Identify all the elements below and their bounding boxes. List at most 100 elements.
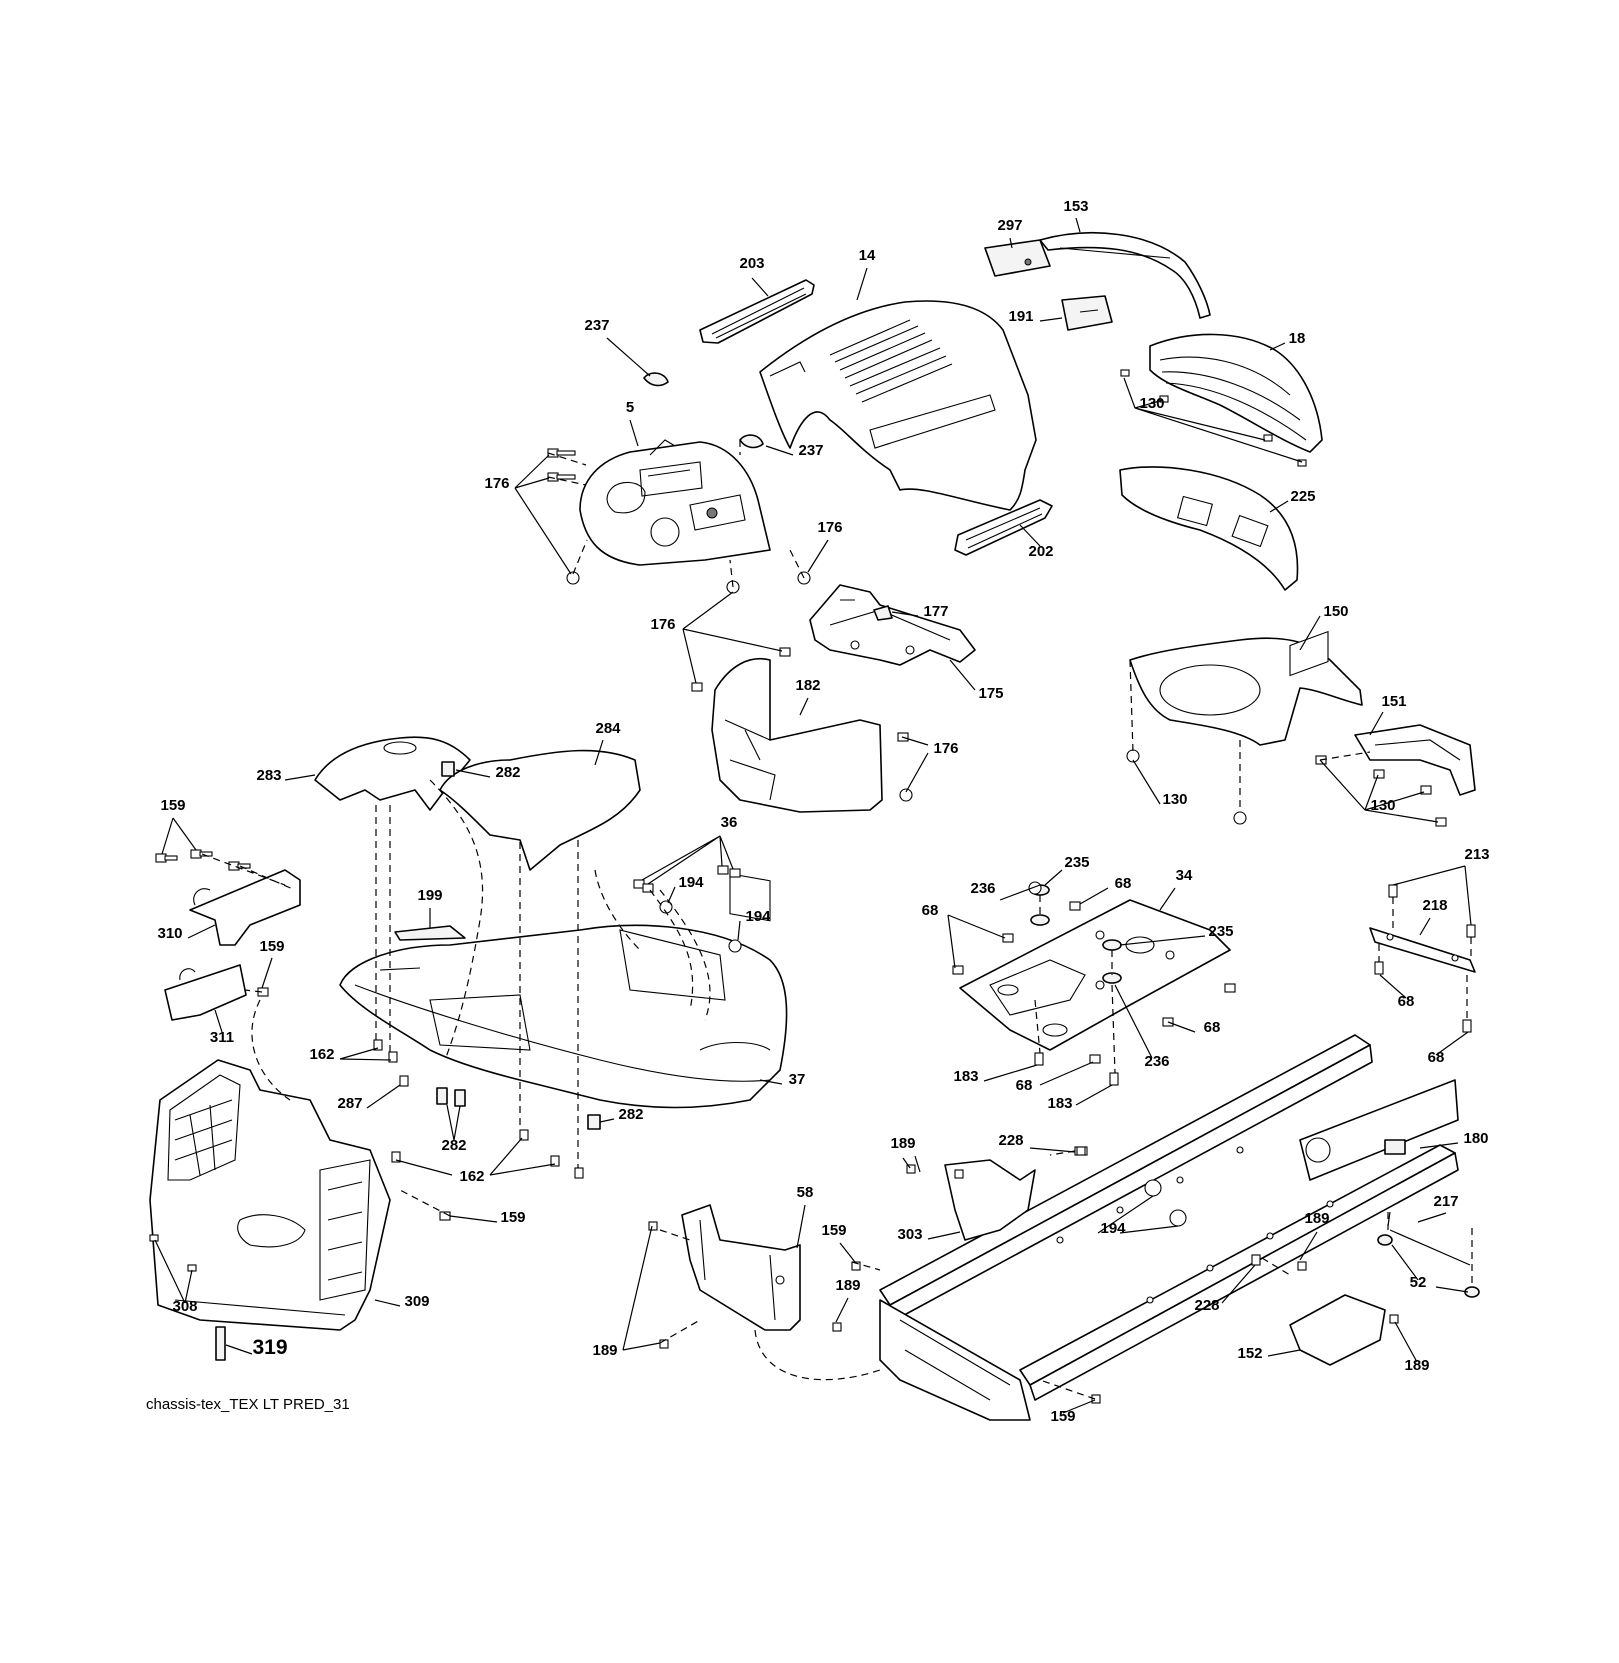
fastener-bolt [1109, 1072, 1119, 1086]
part-191-pad [1061, 295, 1113, 331]
part-callout-58: 58 [797, 1184, 814, 1201]
fastener-bolt [691, 682, 703, 692]
part-52-washer [1377, 1234, 1480, 1298]
part-callout-183: 183 [1047, 1095, 1072, 1112]
fastener-bolt [1224, 983, 1236, 993]
part-callout-151: 151 [1381, 693, 1406, 710]
fastener-bolt [399, 1075, 409, 1087]
fastener-bolt [1389, 1314, 1399, 1324]
part-callout-68: 68 [1016, 1077, 1033, 1094]
part-182-lower-dash [711, 658, 883, 922]
part-callout-311: 311 [210, 1029, 234, 1046]
fastener-bolt [1251, 1254, 1261, 1266]
part-151-bracket [1354, 724, 1476, 796]
part-callout-68: 68 [922, 902, 939, 919]
part-callout-189: 189 [890, 1135, 915, 1152]
part-callout-159: 159 [160, 797, 185, 814]
part-callout-189: 189 [1304, 1210, 1329, 1227]
fastener-bolt [1120, 369, 1130, 377]
part-callout-237: 237 [584, 317, 609, 334]
fastener-nut [1169, 1209, 1187, 1227]
part-199-bracket [394, 925, 466, 941]
fastener-bolt [547, 448, 576, 458]
part-14-hood [759, 300, 1037, 511]
part-callout-282: 282 [495, 764, 520, 781]
part-callout-287: 287 [337, 1095, 362, 1112]
part-callout-153: 153 [1063, 198, 1088, 215]
part-34-plate [959, 899, 1231, 1051]
part-callout-225: 225 [1290, 488, 1315, 505]
part-310-bracket [189, 869, 301, 946]
part-311-bracket [164, 964, 247, 1021]
part-309-bumper-frame [149, 1059, 391, 1331]
part-callout-203: 203 [739, 255, 764, 272]
fastener-bolt [851, 1261, 861, 1271]
fastener-bolt [155, 853, 178, 863]
part-callout-68: 68 [1115, 875, 1132, 892]
part-callout-310: 310 [157, 925, 182, 942]
part-203-vent-grille [699, 279, 815, 344]
part-callout-37: 37 [789, 1071, 806, 1088]
part-callout-228: 228 [1194, 1297, 1219, 1314]
diagram-footer-label: chassis-tex_TEX LT PRED_31 [146, 1396, 350, 1413]
fastener-bolt [550, 1155, 560, 1167]
part-callout-194: 194 [678, 874, 704, 891]
part-callout-319: 319 [252, 1336, 287, 1359]
part-callout-235: 235 [1208, 923, 1233, 940]
part-callout-308: 308 [172, 1298, 197, 1315]
part-180-frame [879, 630, 1459, 1421]
part-153-trim-strip [1039, 232, 1211, 319]
part-297-pad [984, 239, 1051, 277]
fastener-bolt [729, 868, 741, 878]
part-callout-159: 159 [259, 938, 284, 955]
part-callout-34: 34 [1176, 867, 1193, 884]
fastener-nut [899, 788, 913, 802]
part-callout-68: 68 [1398, 993, 1415, 1010]
part-callout-18: 18 [1289, 330, 1306, 347]
fastener-bolt [149, 1234, 159, 1242]
part-callout-36: 36 [721, 814, 738, 831]
part-37-body [339, 924, 788, 1109]
part-callout-175: 175 [978, 685, 1003, 702]
part-callout-237: 237 [798, 442, 823, 459]
part-callout-182: 182 [795, 677, 820, 694]
part-callout-194: 194 [745, 908, 771, 925]
part-284-seat-pan [439, 749, 641, 871]
part-callout-236: 236 [1144, 1053, 1169, 1070]
part-callout-228: 228 [998, 1132, 1023, 1149]
part-225-lower-grille [1119, 466, 1299, 591]
fastener-nut [566, 571, 580, 585]
fastener-bolt [190, 849, 213, 859]
fastener-bolt [1089, 1054, 1101, 1064]
part-5-dash-panel [579, 439, 771, 566]
part-callout-189: 189 [1404, 1357, 1429, 1374]
part-282-clip [436, 761, 601, 1130]
fastener-bolt [832, 1322, 842, 1332]
fastener-bolt [1034, 1052, 1044, 1066]
fastener-bolt [574, 1167, 584, 1179]
part-callout-191: 191 [1008, 308, 1033, 325]
fastener-bolt [1466, 924, 1476, 938]
fastener-bolt [1159, 395, 1169, 403]
fastener-bolt [519, 1129, 529, 1141]
part-callout-202: 202 [1028, 543, 1053, 560]
part-callout-176: 176 [484, 475, 509, 492]
part-callout-297: 297 [997, 217, 1022, 234]
fastener-nut [1233, 811, 1247, 825]
fastener-bolt [906, 1164, 916, 1174]
part-callout-14: 14 [859, 247, 876, 264]
part-callout-130: 130 [1139, 395, 1164, 412]
part-callout-130: 130 [1162, 791, 1187, 808]
part-callout-176: 176 [650, 616, 675, 633]
fasteners [149, 369, 1476, 1404]
part-callout-236: 236 [970, 880, 995, 897]
part-202-vent [954, 499, 1053, 556]
fastener-bolt [1374, 961, 1384, 975]
part-callout-282: 282 [441, 1137, 466, 1154]
fastener-bolt [642, 883, 654, 893]
fastener-bolt [1373, 769, 1385, 779]
part-152-cover [1289, 1294, 1386, 1366]
part-callout-176: 176 [933, 740, 958, 757]
fastener-bolt [1263, 434, 1273, 442]
